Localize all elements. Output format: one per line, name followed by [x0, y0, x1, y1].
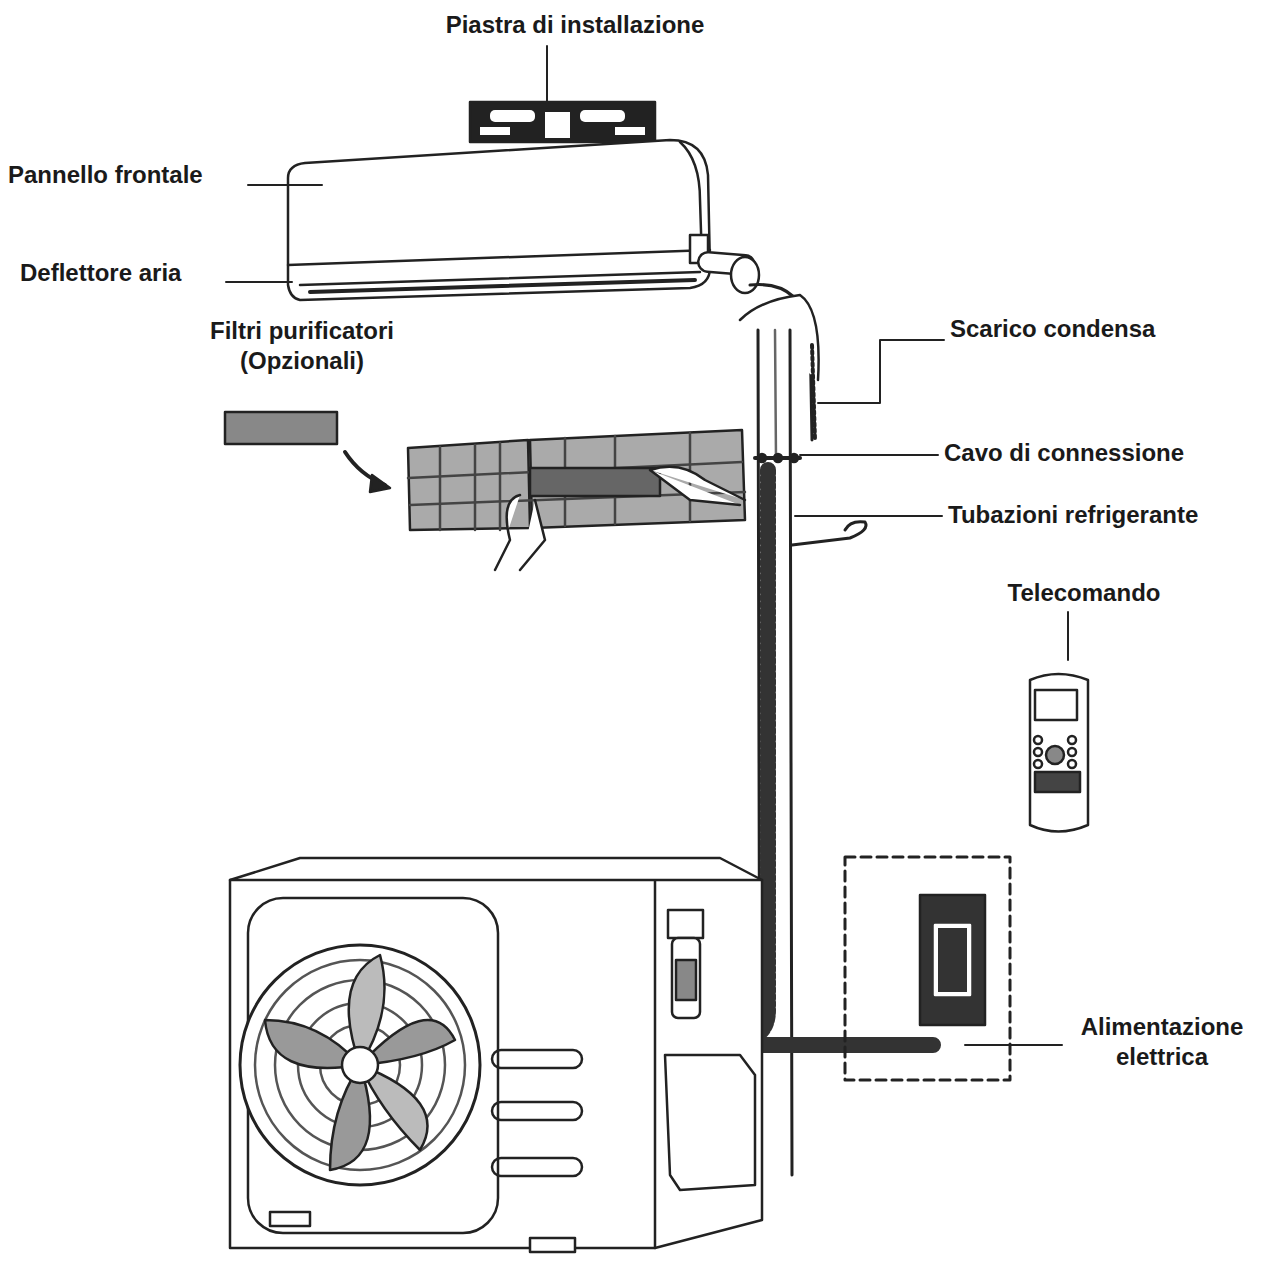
part-label: Deflettore aria [20, 258, 230, 288]
part-label: Piastra di installazione [410, 10, 740, 40]
part-label: Alimentazione elettrica [1062, 1012, 1262, 1072]
part-label: Telecomando [984, 578, 1184, 608]
outdoor-unit [230, 858, 762, 1252]
installation-plate [470, 102, 655, 142]
power-switch [845, 857, 1010, 1080]
air-filters [408, 430, 745, 570]
part-label: Scarico condensa [950, 314, 1250, 344]
indoor-unit [288, 140, 710, 300]
remote-control [1030, 674, 1088, 832]
part-label: Cavo di connessione [944, 438, 1244, 468]
leader-lines [226, 46, 1068, 1045]
part-label: Filtri purificatori (Opzionali) [172, 316, 432, 376]
part-label: Pannello frontale [8, 160, 248, 190]
part-label: Tubazioni refrigerante [948, 500, 1258, 530]
purifier-filter [225, 412, 390, 492]
